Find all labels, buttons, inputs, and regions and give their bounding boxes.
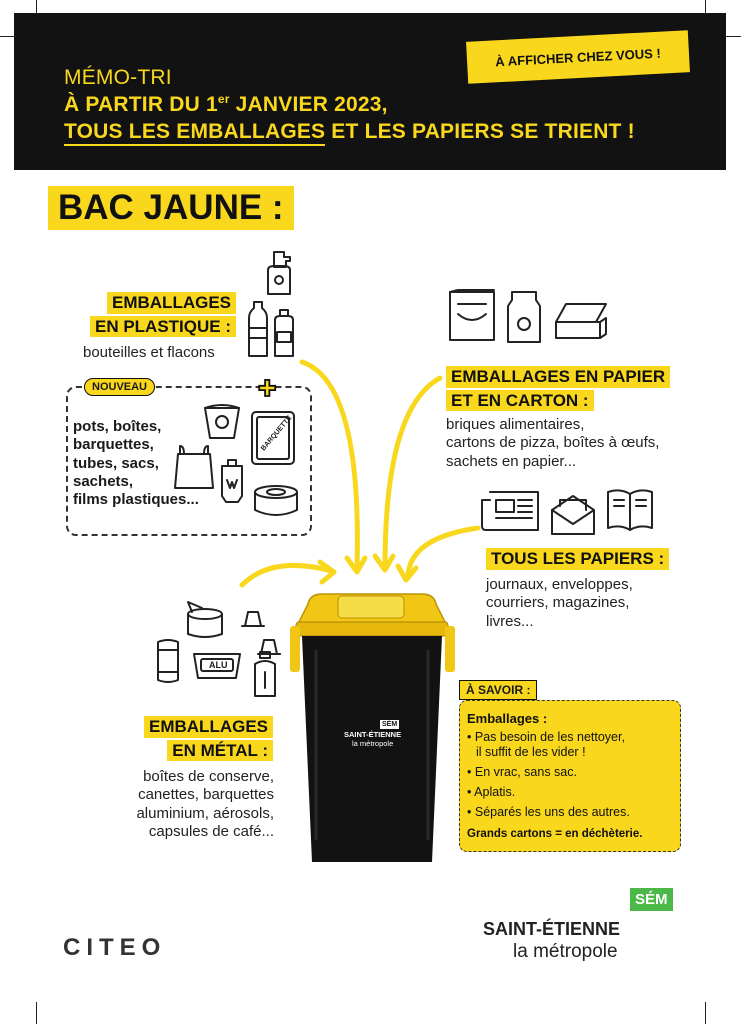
desc-line: canettes, barquettes [138,786,274,804]
sem-logo-badge: SÉM [630,888,673,911]
new-item: films plastiques... [73,491,199,509]
paper-carton-desc: briques alimentaires, cartons de pizza, … [446,416,659,471]
plastic-section: EMBALLAGES EN PLASTIQUE : [40,292,236,339]
bin-label-sub: la métropole [352,739,394,748]
ketchup-bottle-icon [274,309,294,357]
header-headline: TOUS LES EMBALLAGES ET LES PAPIERS SE TR… [64,120,635,146]
cereal-box-icon [449,289,495,341]
soda-can-icon [157,639,179,683]
plus-icon: ✚ [257,376,277,402]
tray-icon [251,411,295,465]
tin-can-open-icon [187,601,223,638]
coffee-capsule-icon [241,611,265,627]
film-roll-icon [254,485,298,516]
tips-bullet: • Séparés les uns des autres. [467,805,630,819]
paper-carton-section: EMBALLAGES EN PAPIER ET EN CARTON : [446,366,671,413]
magazine-icon [607,489,653,531]
alu-label: ALU [209,660,228,670]
milk-carton-icon [507,291,541,343]
desc-line: sachets en papier... [446,452,577,470]
desc-line: capsules de café... [148,822,274,840]
desc-line: journaux, enveloppes, [486,576,633,593]
papers-desc: journaux, enveloppes, courriers, magazin… [486,576,633,631]
plastic-title-2: EN PLASTIQUE : [89,315,236,338]
new-items-box [66,386,312,536]
crop-mark [36,0,37,22]
pizza-box-icon [555,303,607,339]
tips-box [459,700,681,852]
plastic-title-1: EMBALLAGES [107,292,236,314]
bin-sem-badge: SÉM [380,720,400,729]
metal-section: EMBALLAGES EN MÉTAL : [80,716,273,763]
paper-carton-title-1: EMBALLAGES EN PAPIER [446,366,671,388]
desc-line: livres... [486,612,534,630]
plastic-bag-icon [174,445,214,489]
plastic-desc: bouteilles et flacons [83,344,215,361]
tips-footer: Grands cartons = en déchèterie. [467,828,643,840]
desc-line: boîtes de conserve, [143,768,274,785]
crop-mark [0,36,22,37]
newspaper-icon [481,491,539,531]
new-item: tubes, sacs, [73,454,159,472]
crop-mark [705,0,706,22]
papers-section: TOUS LES PAPIERS : [486,548,670,572]
tips-badge: À SAVOIR : [459,680,538,700]
water-bottle-icon [248,301,268,357]
tips-bullet: • En vrac, sans sac. [467,765,577,779]
tips-bullet: • Pas besoin de les nettoyer, [467,730,625,744]
new-item: pots, boîtes, [73,418,162,435]
envelope-icon [551,495,595,535]
desc-line: briques alimentaires, [446,416,585,433]
tips-bullet-cont: il suffit de les vider ! [476,745,586,759]
papers-title: TOUS LES PAPIERS : [486,548,670,570]
toothpaste-tube-icon [221,459,243,503]
crop-mark [705,1002,706,1024]
yogurt-pot-icon [204,404,240,439]
sem-logo-sub: la métropole [513,941,618,962]
new-item: sachets, [73,472,134,490]
citeo-logo: CITEO [63,934,167,961]
new-badge: NOUVEAU [84,378,156,396]
metal-title-1: EMBALLAGES [144,716,273,738]
bin-label-name: SAINT-ÉTIENNE [344,730,402,739]
yellow-bin-image [290,593,455,862]
new-items-list: pots, boîtes, barquettes, tubes, sacs, s… [73,418,199,509]
spray-bottle-icon [267,251,291,295]
desc-line: cartons de pizza, boîtes à œufs, [446,434,660,452]
aluminium-tray-icon [193,653,241,679]
metal-desc: boîtes de conserve, canettes, barquettes… [60,768,274,841]
metal-title-2: EN MÉTAL : [167,739,273,762]
tips-heading: Emballages : [467,711,548,726]
desc-line: courriers, magazines, [486,594,630,612]
paper-carton-title-2: ET EN CARTON : [446,389,594,412]
aerosol-icon [254,651,281,697]
crop-mark [719,36,741,37]
sem-logo-name: SAINT-ÉTIENNE [483,919,621,939]
header-date-line: À PARTIR DU 1er JANVIER 2023, [64,92,388,116]
bac-jaune-title: BAC JAUNE : [48,186,294,231]
desc-line: aluminium, aérosols, [136,804,274,822]
tips-bullet: • Aplatis. [467,785,516,799]
crop-mark [36,1002,37,1024]
memo-title: MÉMO-TRI [64,66,172,89]
new-item: barquettes, [73,436,154,454]
